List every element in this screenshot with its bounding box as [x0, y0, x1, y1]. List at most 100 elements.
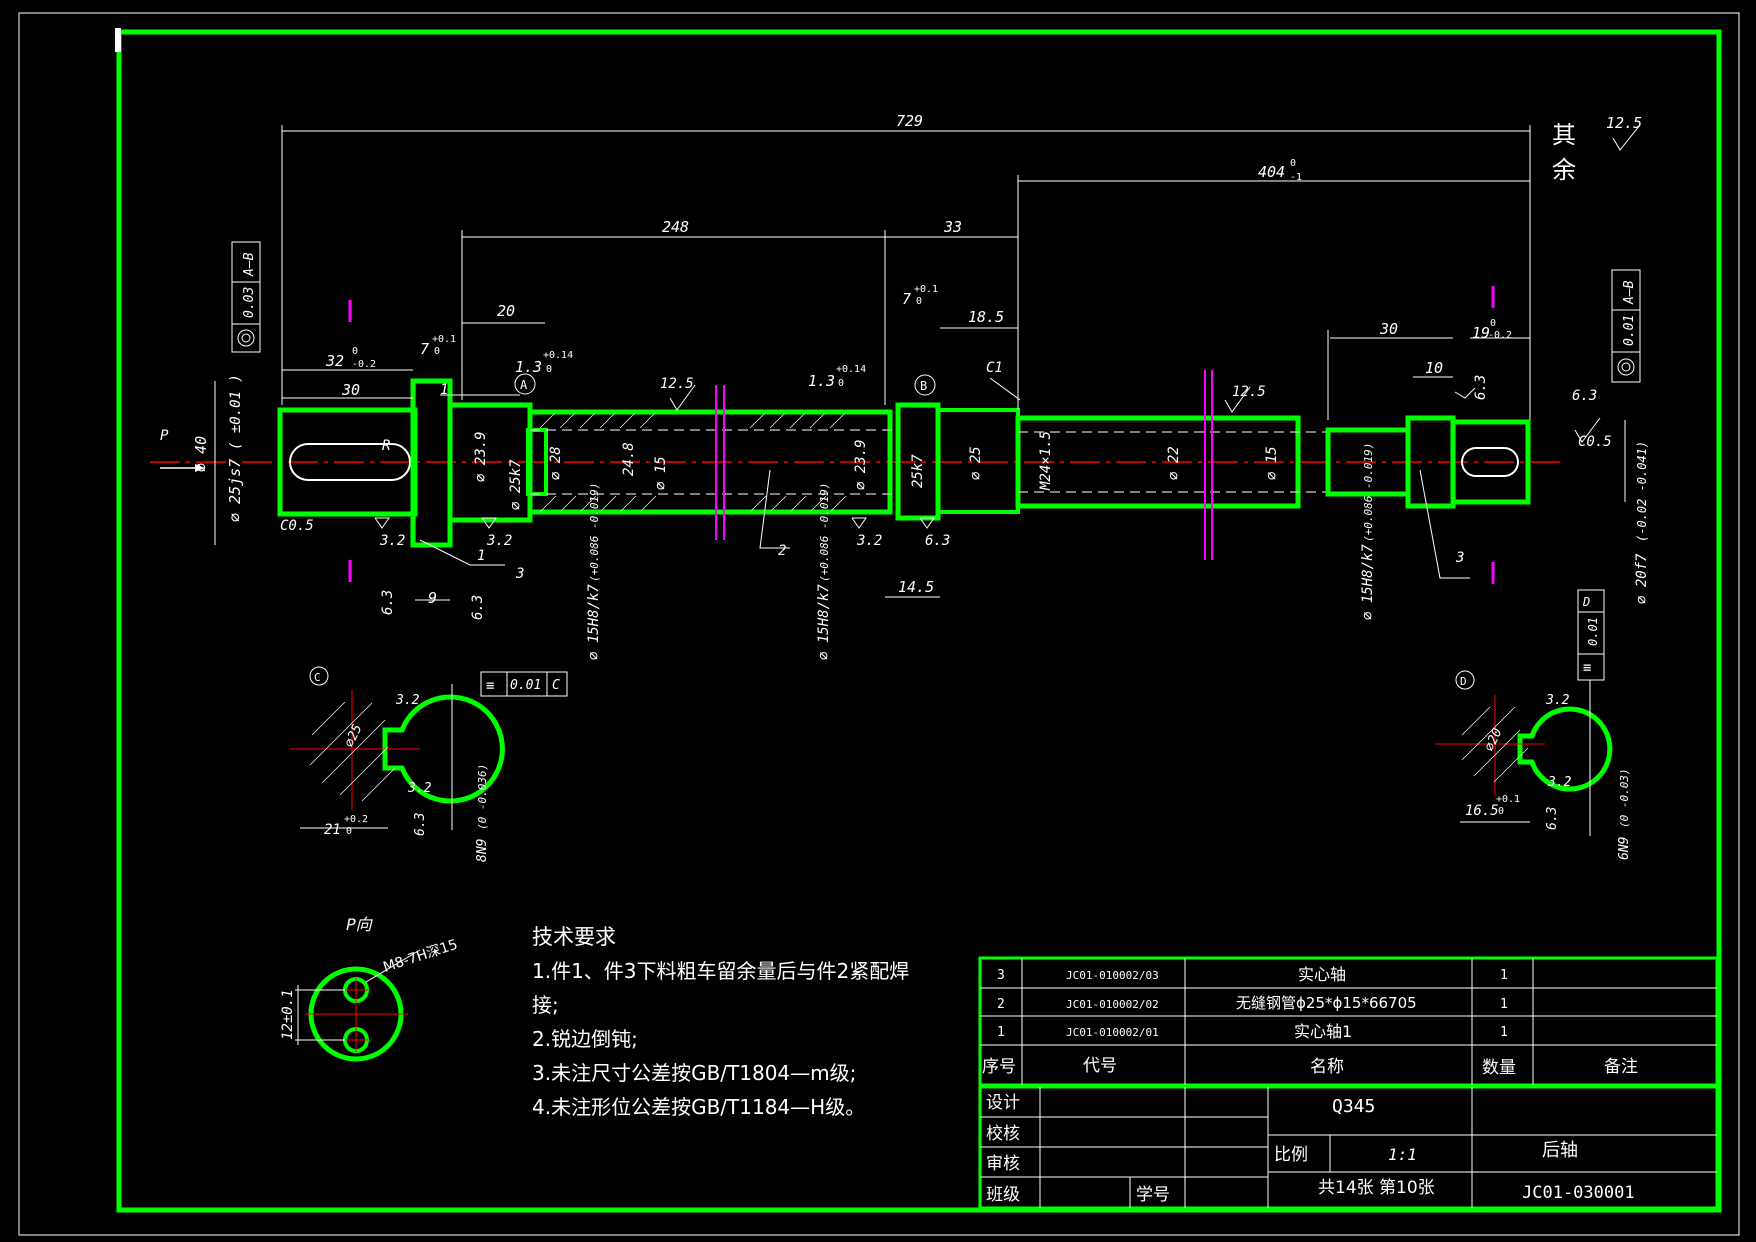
dim-404: 404 [1258, 163, 1285, 181]
dim-c0-5a: C0.5 [280, 518, 314, 534]
dim-dia25k7b: 25k7 [910, 454, 926, 488]
section-d-dia: ∅20 [1482, 726, 1506, 754]
tb-scale-label: 比例 [1274, 1145, 1308, 1165]
bom-row-2-no: 2 [997, 997, 1005, 1012]
section-d: D ∅20 16.5 +0.1 0 3.2 3.2 6.3 6N9 (0 -0.… [1435, 589, 1632, 860]
bom-row-2-name: 无缝钢管ϕ25*ϕ15*66705 [1236, 994, 1417, 1012]
datum-a: A [520, 378, 528, 392]
dim-1-3b-upper: +0.14 [836, 364, 866, 375]
dim-19: 19 [1472, 324, 1490, 342]
section-c-width: 21 [324, 822, 341, 838]
svg-text:D: D [1582, 595, 1590, 609]
tb-scale: 1:1 [1388, 1145, 1417, 1164]
arrow-p-label: P [160, 428, 169, 444]
dim-dia40: ∅ 40 [192, 436, 210, 472]
datum-c: C [314, 671, 321, 684]
tol-frame-right: 0.01 A–B [1611, 269, 1641, 383]
section-c-key: 8N9 [475, 839, 490, 862]
dim-32-lower: -0.2 [352, 359, 376, 370]
section-d-rough-top: 3.2 [1545, 693, 1570, 708]
section-c-rough-bottom: 3.2 [407, 781, 432, 796]
dim-r: R [382, 438, 390, 454]
dim-7b-upper: +0.1 [914, 284, 938, 295]
rough-other-label-1: 其 [1552, 121, 1576, 149]
leader-3a: 3 [515, 566, 524, 582]
bom-row-1-no: 1 [997, 1025, 1005, 1040]
tube-hatching [539, 411, 847, 513]
dim-19-upper: 0 [1490, 318, 1496, 329]
bom-row-2-qty: 1 [1500, 997, 1508, 1012]
dim-14-5: 14.5 [898, 578, 934, 596]
section-d-width-lower: 0 [1498, 806, 1504, 817]
dim-dia25js7-tol: ( ±0.01 ) [228, 374, 244, 450]
leader-3b: 3 [1455, 550, 1464, 566]
sheet-border [18, 12, 1740, 1236]
rough-3-2a: 3.2 [379, 533, 405, 549]
tol-right-datum: A–B [1622, 280, 1637, 305]
dim-dia22: ∅ 22 [1166, 446, 1182, 480]
dim-248: 248 [662, 218, 689, 236]
dim-1-3a-lower: 0 [546, 364, 552, 375]
tol-frame-left: 0.03 A–B [231, 241, 261, 353]
dim-19-lower: -0.2 [1488, 330, 1512, 341]
section-d-width: 16.5 [1465, 803, 1499, 819]
bom-row-3-no: 3 [997, 968, 1005, 983]
section-c-tol-datum: C [552, 678, 560, 693]
tb-design: 设计 [986, 1093, 1020, 1113]
tube-2 [527, 409, 893, 515]
dim-dia25: ∅ 25 [968, 446, 984, 480]
dim-1-3a: 1.3 [515, 358, 542, 376]
tb-sheets: 共14张 第10张 [1318, 1178, 1435, 1198]
dim-404-upper: 0 [1290, 158, 1296, 169]
dim-1-3b-lower: 0 [838, 378, 844, 389]
rough-12-5a: 12.5 [660, 376, 694, 392]
rough-6-3c: 6.3 [470, 595, 486, 620]
dim-fit15b-tol: (+0.086 -0.019) [818, 483, 831, 582]
section-c-width-lower: 0 [346, 826, 352, 837]
section-d-key: 6N9 [1617, 837, 1632, 860]
tech-item: 4.未注形位公差按GB/T1184—H级。 [532, 1095, 866, 1119]
view-p-label: P向 [346, 915, 374, 934]
section-d-rough-side: 6.3 [1545, 807, 1560, 830]
bom-table: 3 JC01-010002/03 实心轴 1 2 JC01-010002/02 … [978, 956, 1719, 1087]
dim-c0-5b: C0.5 [1578, 434, 1612, 450]
dim-32-upper: 0 [352, 346, 358, 357]
view-p-dim: 12±0.1 [280, 989, 296, 1040]
dim-dia20f7-tol: (-0.02 -0.041) [1635, 441, 1649, 542]
section-d-width-upper: +0.1 [1496, 794, 1520, 805]
dim-dia24-8: 24.8 [621, 442, 637, 476]
leader-2: 2 [778, 543, 786, 559]
dim-dia15a: ∅ 15 [653, 456, 669, 490]
dim-7b-lower: 0 [916, 296, 922, 307]
right-tube [1015, 415, 1301, 509]
dim-7b: 7 [902, 290, 911, 308]
tol-right-value: 0.01 [1622, 315, 1637, 346]
dim-dia20f7: ∅ 20f7 [1634, 553, 1650, 604]
tol-left-datum: A–B [242, 252, 257, 277]
dim-overall: 729 [896, 112, 923, 130]
view-p-thread: M8-7H深15 [381, 937, 459, 976]
dim-dia25js7: ∅ 25js7 [226, 459, 244, 522]
rough-3-2b: 3.2 [486, 533, 512, 549]
bom-row-3-name: 实心轴 [1298, 965, 1346, 984]
bom-row-1-name: 实心轴1 [1294, 1022, 1352, 1041]
section-c: C ∅25 21 +0.2 0 3.2 3.2 6.3 8N9 (0 -0.03… [290, 666, 568, 862]
rough-other-value: 12.5 [1606, 114, 1642, 132]
section-d-tol-value: 0.01 [1586, 617, 1600, 646]
section-c-rough-top: 3.2 [395, 693, 420, 708]
rough-12-5b: 12.5 [1232, 384, 1266, 400]
technical-requirements: 技术要求 1.件1、件3下料粗车留余量后与件2紧配焊 接; 2.锐边倒钝; 3.… [532, 920, 909, 1124]
dim-fit15c-tol: (+0.086 -0.019) [1362, 443, 1375, 542]
section-c-tol-value: 0.01 [510, 678, 541, 693]
dim-dia23-9b: ∅ 23.9 [853, 439, 869, 490]
section-c-width-upper: +0.2 [344, 814, 368, 825]
rough-6-3e: 6.3 [1572, 388, 1597, 404]
dim-10: 10 [1425, 359, 1443, 377]
bom-row-1-qty: 1 [1500, 1025, 1508, 1040]
dim-dia25k7a: ∅ 25k7 [508, 459, 524, 510]
bom-row-3-qty: 1 [1500, 968, 1508, 983]
datum-d: D [1460, 675, 1467, 688]
dim-fit15c: ∅ 15H8/k7 [1360, 544, 1376, 620]
dim-7a: 7 [420, 340, 429, 358]
